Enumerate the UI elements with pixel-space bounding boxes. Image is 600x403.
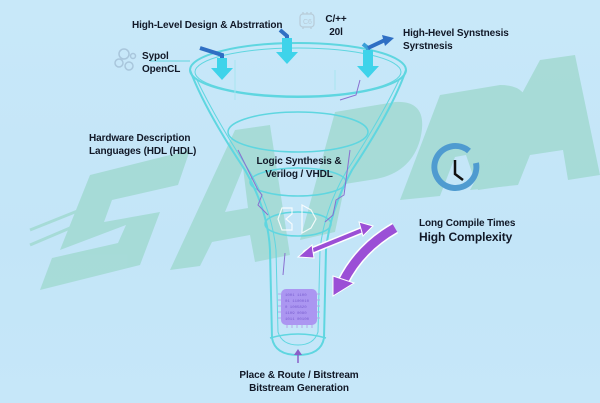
label-text: Logic Synthesis &	[256, 156, 342, 167]
transform-icon	[277, 203, 317, 235]
label-text: High-Level Design & Abstrration	[132, 20, 283, 31]
clock-icon	[431, 142, 480, 191]
label-text: C/++	[325, 14, 347, 25]
arrow-down-icon	[150, 28, 394, 100]
svg-text:1011 00100: 1011 00100	[285, 318, 310, 322]
label-text: Long Compile Times	[419, 218, 516, 229]
label-compile-times: Long Compile Times High Complexity	[419, 217, 515, 245]
curved-arrow-icon	[332, 222, 399, 297]
label-text: High-Hevel Synstnesis	[403, 28, 509, 39]
label-text: OpenCL	[142, 64, 181, 75]
label-text: Hardware Description	[89, 133, 191, 144]
label-text: Bitstream Generation	[249, 383, 349, 394]
label-hdl: Hardware Description Languages (HDL (HDL…	[89, 132, 196, 158]
circuit-traces	[237, 79, 361, 276]
label-opencl: Sypol OpenCL	[142, 50, 180, 76]
svg-text:1001 1100: 1001 1100	[285, 294, 307, 298]
label-logic-synthesis: Logic Synthesis & Verilog / VHDL	[247, 155, 351, 181]
label-text: Languages (HDL (HDL)	[89, 146, 197, 157]
fpga-chip-icon: 1001 1100 01 1100010 0 1005820 1109 0080…	[278, 289, 320, 328]
svg-text:01 1100010: 01 1100010	[285, 300, 310, 304]
label-text: High Complexity	[419, 230, 513, 244]
cpp-chip-icon: C6	[299, 12, 315, 29]
label-high-level-synthesis: High-Hevel Synstnesis Syrstnesis	[403, 27, 509, 53]
label-text: Syrstnesis	[403, 41, 453, 52]
label-cpp: C/++ 20l	[322, 13, 350, 39]
gears-icon	[114, 48, 137, 71]
label-text: 20l	[329, 27, 343, 38]
label-text: Place & Route / Bitstream	[239, 370, 359, 381]
arrow-up-icon	[294, 349, 302, 363]
svg-text:0 1005820: 0 1005820	[285, 306, 307, 310]
label-high-level-design: High-Level Design & Abstrration	[132, 19, 283, 32]
svg-text:C6: C6	[303, 19, 312, 26]
label-text: Verilog / VHDL	[265, 169, 333, 180]
double-arrow-icon	[296, 221, 374, 259]
svg-text:1109 0080: 1109 0080	[285, 312, 307, 316]
label-text: Sypol	[142, 51, 169, 62]
label-place-route: Place & Route / Bitstream Bitstream Gene…	[236, 369, 362, 395]
